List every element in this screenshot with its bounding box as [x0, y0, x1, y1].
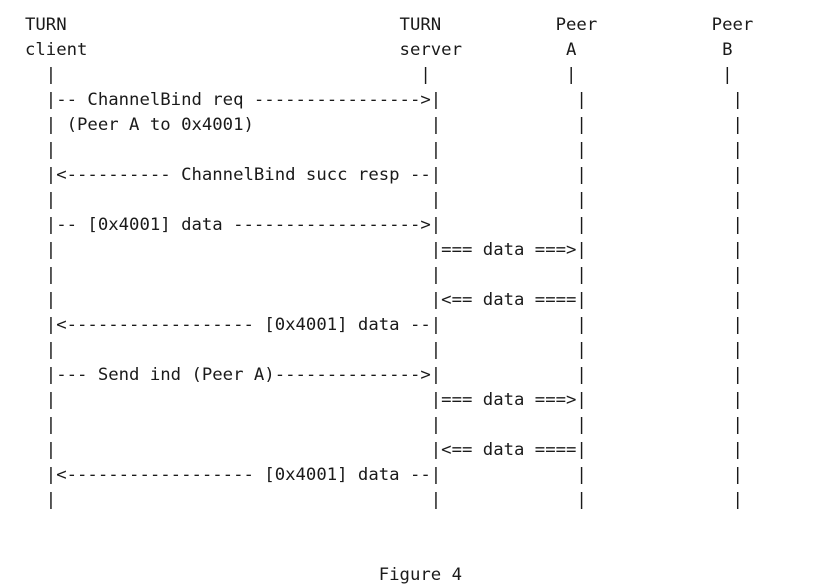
message-channel-data-response: |<------------------ [0x4001] data --| |…: [25, 315, 743, 335]
message-data-to-peer: | |=== data ===>| |: [25, 390, 743, 410]
blank-line: [25, 513, 753, 538]
message-channel-data-response: |<------------------ [0x4001] data --| |…: [25, 465, 743, 485]
message-annotation: | (Peer A to 0x4001) | | |: [25, 115, 743, 135]
message-data-to-peer: | |=== data ===>| |: [25, 240, 743, 260]
lifeline-row: | | | |: [25, 415, 743, 435]
lifeline-row: | | | |: [25, 340, 743, 360]
message-channelbind-success: |<---------- ChannelBind succ resp --| |…: [25, 165, 743, 185]
lifeline-row: | | | |: [25, 265, 743, 285]
blank-line: [25, 538, 753, 563]
message-channel-data: |-- [0x4001] data ------------------>| |…: [25, 215, 743, 235]
lifeline-row: | | | |: [25, 190, 743, 210]
message-data-from-peer: | |<== data ====| |: [25, 290, 743, 310]
message-channelbind-request: |-- ChannelBind req ---------------->| |…: [25, 90, 743, 110]
figure-caption: Figure 4: [25, 565, 462, 585]
message-data-from-peer: | |<== data ====| |: [25, 440, 743, 460]
header-line: client server A B: [25, 40, 733, 60]
message-send-indication: |--- Send ind (Peer A)-------------->| |…: [25, 365, 743, 385]
lifeline-row: | | | |: [25, 490, 743, 510]
lifeline-row: | | | |: [25, 140, 743, 160]
sequence-diagram: TURN TURN Peer Peer client server A B | |…: [25, 13, 753, 588]
header-line: TURN TURN Peer Peer: [25, 15, 754, 35]
lifeline-row: | | | |: [25, 65, 733, 85]
